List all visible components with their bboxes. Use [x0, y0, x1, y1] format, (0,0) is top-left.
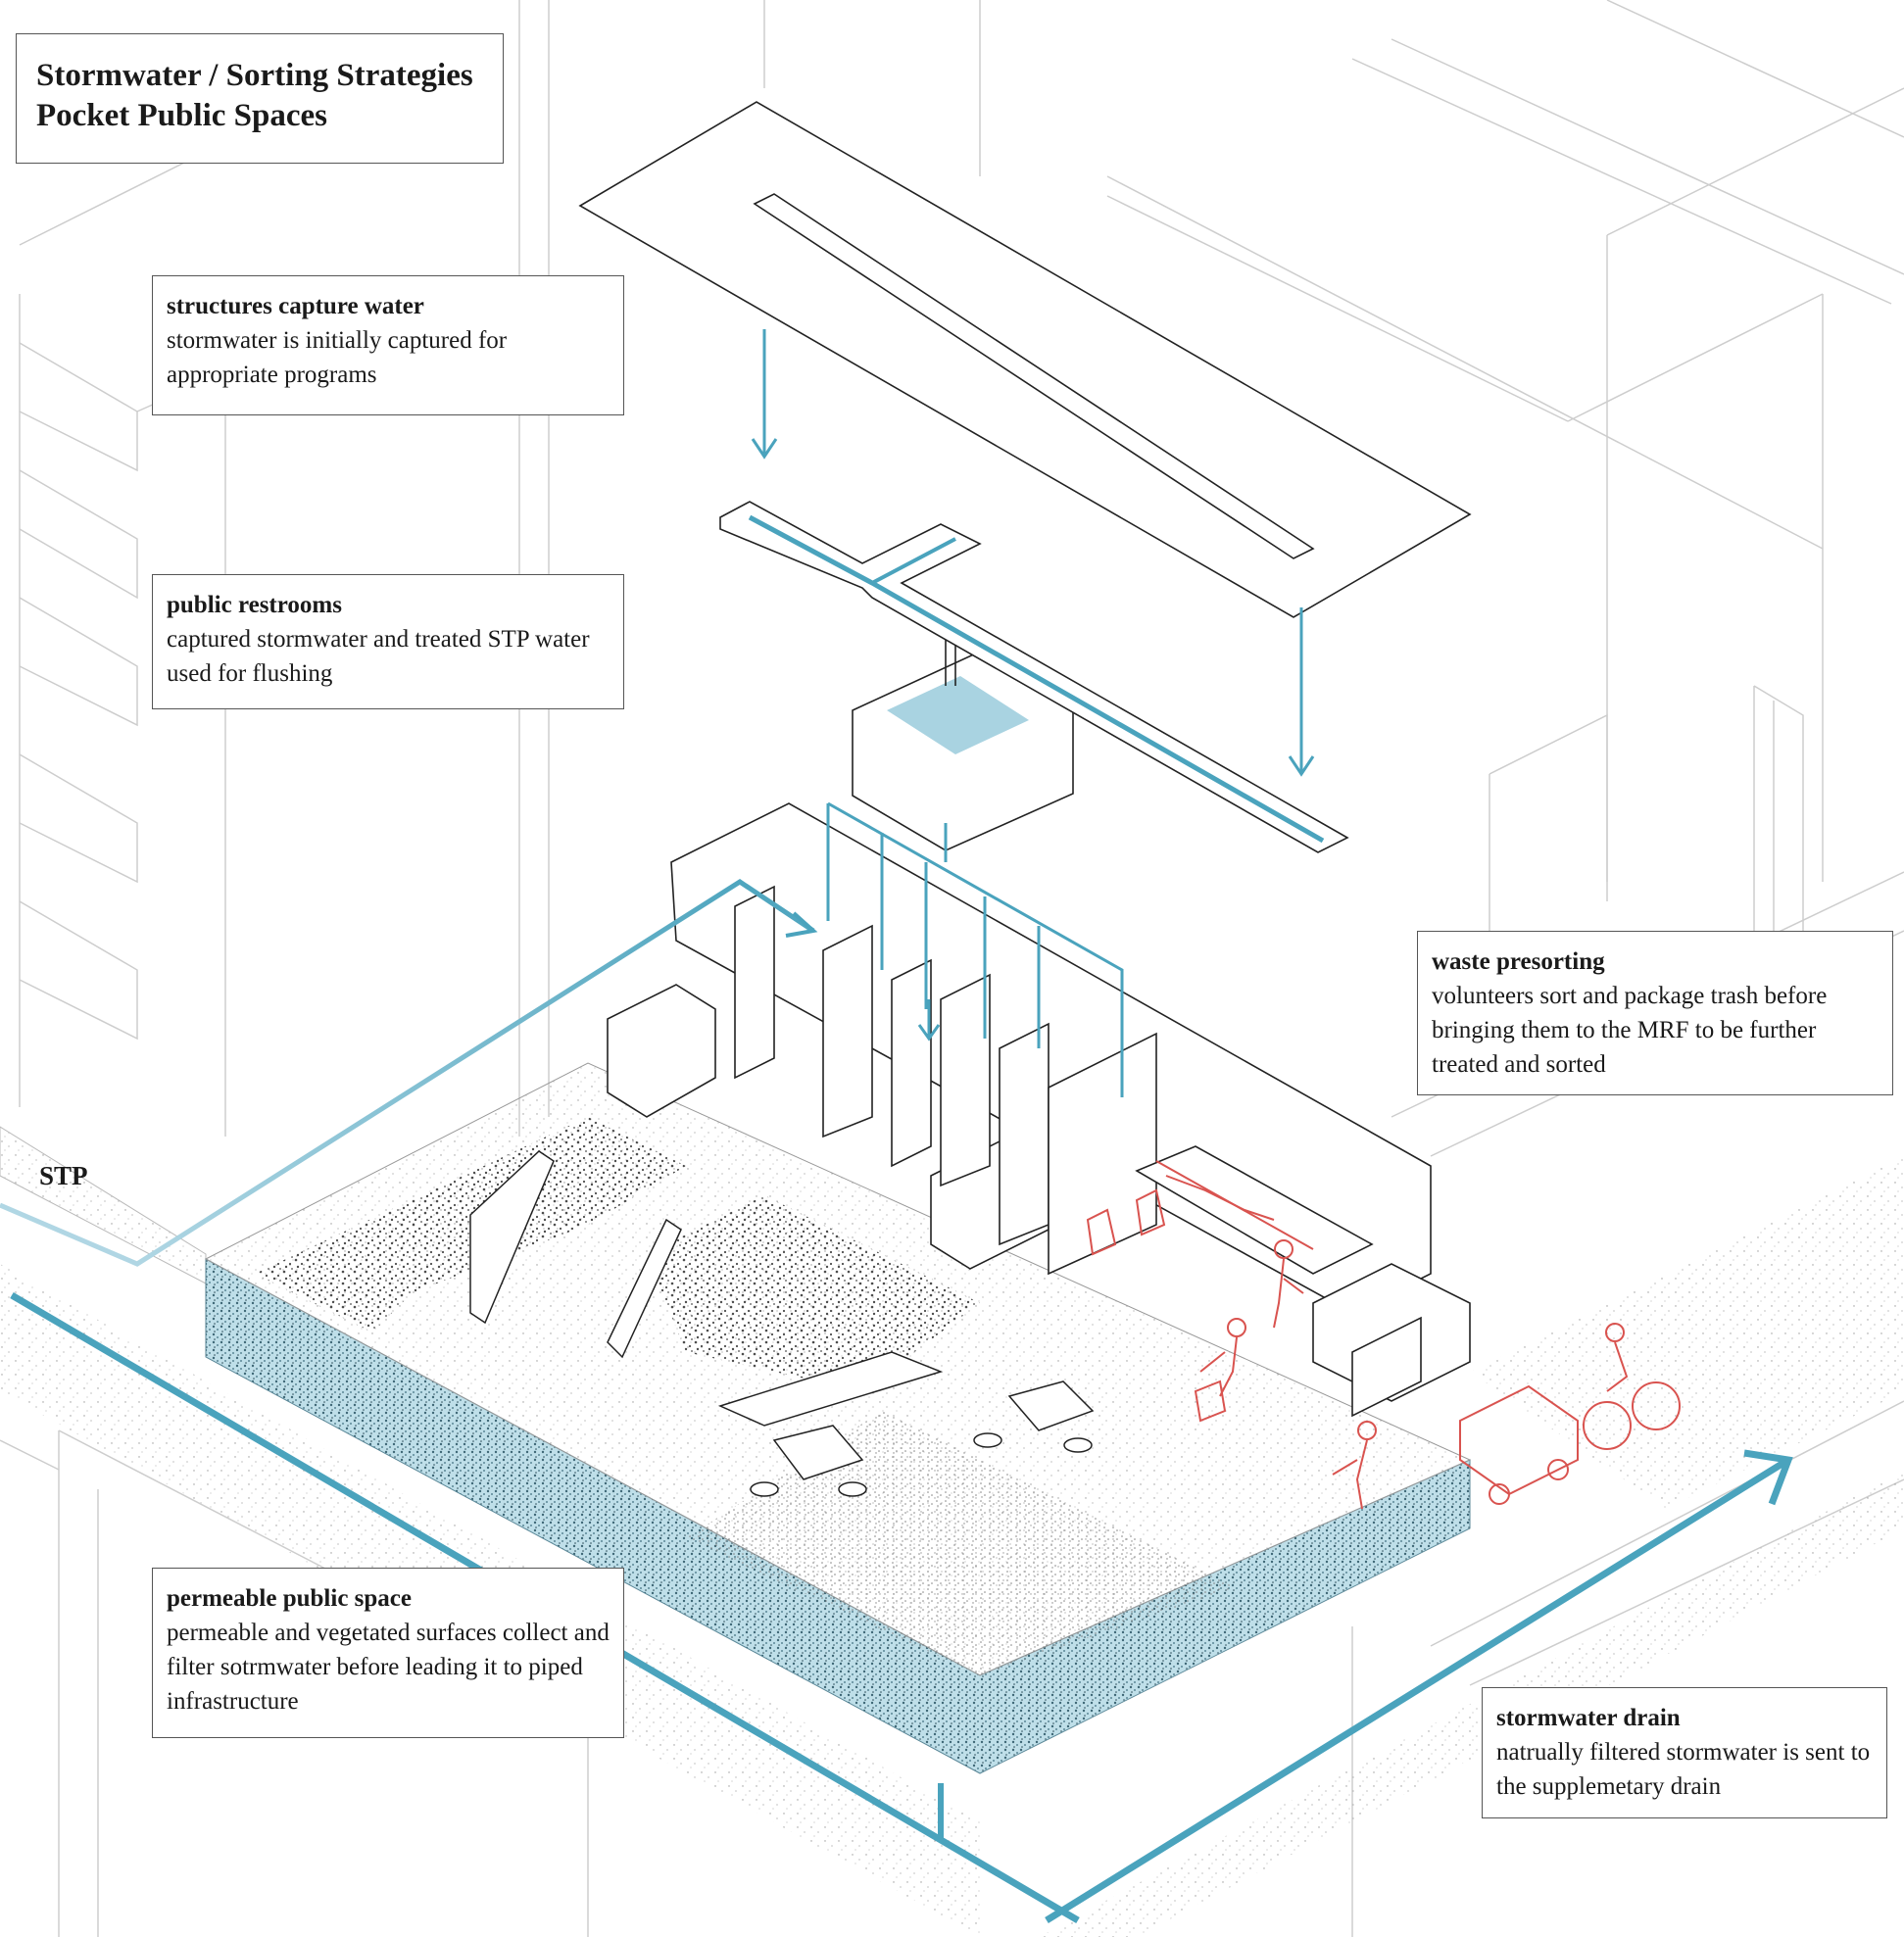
trash-bag-icon	[1086, 1208, 1117, 1256]
planting-bed-front	[686, 1411, 1235, 1675]
callout-body: volunteers sort and package trash before…	[1432, 983, 1828, 1078]
sorting-bin	[1351, 1316, 1422, 1418]
callout-waste: waste presorting volunteers sort and pac…	[1417, 931, 1893, 1095]
callout-structures: structures capture water stormwater is i…	[152, 275, 624, 415]
stp-water-line	[0, 879, 818, 1267]
person-icon	[1227, 1318, 1246, 1337]
callout-body: stormwater is initially captured for app…	[167, 327, 508, 388]
stall-partition	[999, 1022, 1050, 1246]
stall-partition	[734, 885, 775, 1080]
bench	[607, 1218, 682, 1359]
stool	[838, 1481, 867, 1497]
table	[772, 1425, 864, 1480]
bench	[717, 1351, 944, 1427]
stool	[973, 1432, 1002, 1448]
stall-partition	[822, 924, 873, 1138]
drain-line-right	[1045, 1457, 1790, 1923]
callout-drain: stormwater drain natrually filtered stor…	[1482, 1687, 1887, 1818]
title-box: Stormwater / Sorting Strategies Pocket P…	[16, 33, 504, 164]
bicycle-wheel-icon	[1583, 1401, 1632, 1450]
plaza-furniture	[469, 1150, 1095, 1497]
callout-body: captured stormwater and treated STP wate…	[167, 626, 590, 687]
water-tank	[852, 627, 1074, 851]
tank-water	[887, 676, 1029, 754]
restroom-block	[607, 802, 1471, 1418]
callout-heading: permeable public space	[167, 1585, 412, 1612]
person-icon	[1274, 1239, 1294, 1259]
title-line-1: Stormwater / Sorting Strategies	[36, 58, 473, 93]
stall-partition	[891, 958, 932, 1168]
trash-bag-icon	[1135, 1188, 1166, 1236]
person-icon	[1605, 1323, 1625, 1342]
volunteer-figures	[1086, 1160, 1681, 1510]
trash-bag-icon	[1194, 1380, 1227, 1423]
roof-inner-channel	[753, 193, 1315, 559]
sorting-counter	[1135, 1145, 1374, 1275]
callout-heading: stormwater drain	[1496, 1705, 1681, 1731]
person-icon	[1357, 1421, 1377, 1440]
cart-icon	[1459, 1384, 1579, 1496]
callout-body: permeable and vegetated surfaces collect…	[167, 1620, 610, 1715]
stool	[1063, 1437, 1093, 1453]
callout-heading: public restrooms	[167, 592, 342, 618]
bench	[469, 1150, 555, 1325]
callout-heading: waste presorting	[1432, 948, 1605, 975]
restroom-end-wall	[1048, 1032, 1157, 1276]
callout-heading: structures capture water	[167, 293, 424, 319]
callout-body: natrually filtered stormwater is sent to…	[1496, 1739, 1871, 1800]
sink-counter	[607, 984, 716, 1118]
stool	[750, 1481, 779, 1497]
stall-partition	[940, 973, 991, 1187]
title-line-2: Pocket Public Spaces	[36, 98, 327, 133]
table	[1007, 1380, 1095, 1431]
gutter-channel	[719, 501, 1349, 853]
bicycle-wheel-icon	[1632, 1381, 1681, 1430]
stp-label: STP	[39, 1161, 88, 1190]
roof-canopy	[578, 101, 1472, 618]
planting-bed-center	[647, 1195, 980, 1391]
flow-arrows	[751, 329, 1315, 1041]
callout-restrooms: public restrooms captured stormwater and…	[152, 574, 624, 709]
water-pipes	[826, 801, 1124, 1097]
callout-permeable: permeable public space permeable and veg…	[152, 1568, 624, 1738]
